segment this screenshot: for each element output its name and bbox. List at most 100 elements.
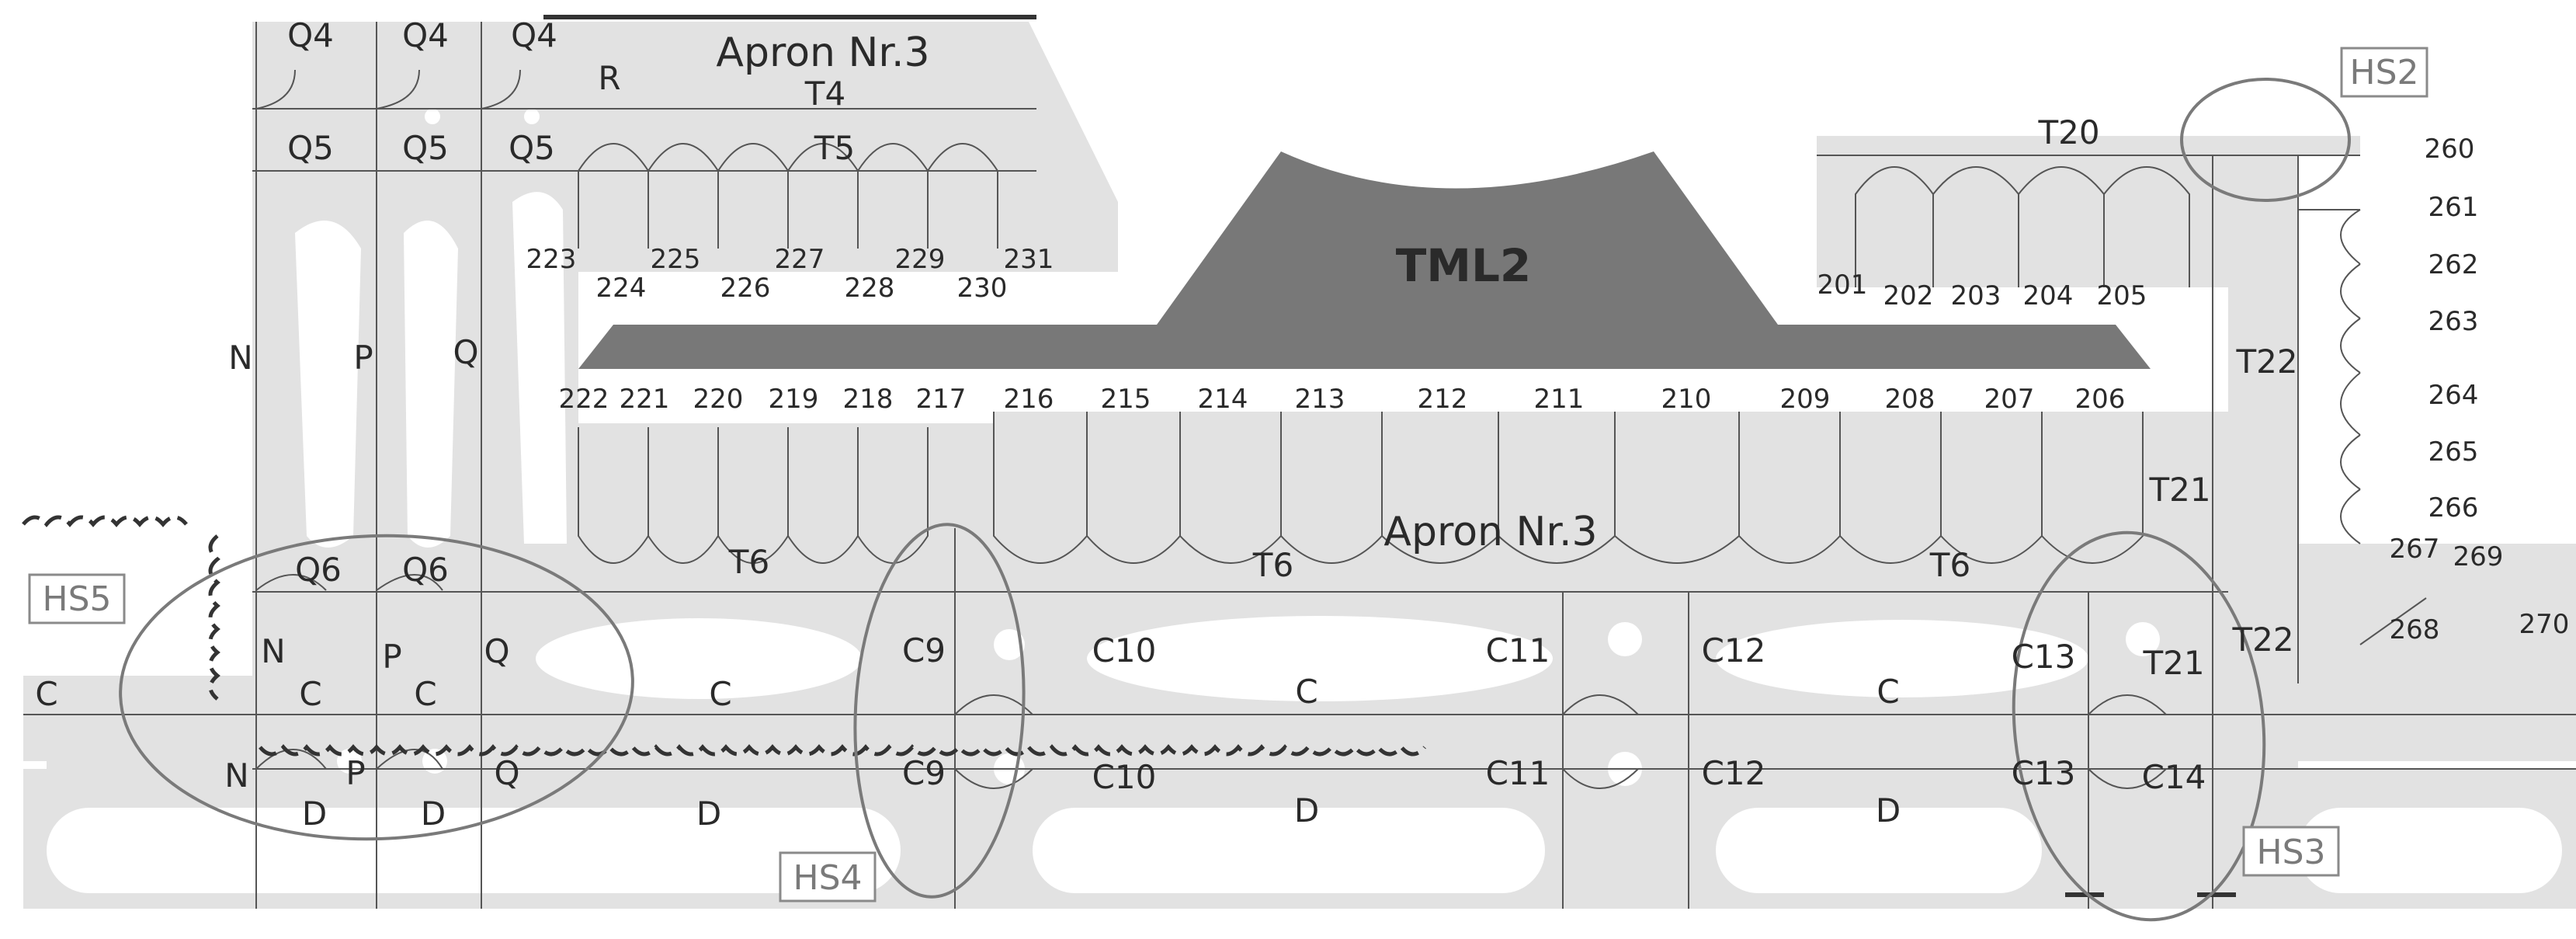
taxiway-label-p: P: [345, 754, 365, 792]
taxiway-label-q5: Q5: [287, 129, 334, 167]
hotspot-label-hs5: HS5: [42, 579, 111, 619]
stand-label-221: 221: [620, 384, 670, 415]
hotspot-rings: [119, 78, 2351, 922]
taxiway-label-c9: C9: [902, 631, 946, 669]
stand-label-262: 262: [2428, 249, 2479, 280]
stand-label-269: 269: [2453, 541, 2504, 572]
taxiway-label-n: N: [228, 339, 252, 377]
taxiway-label-q4: Q4: [511, 16, 557, 54]
taxiway-label-c: C: [299, 675, 321, 713]
hotspot-label-hs2: HS2: [2349, 53, 2418, 92]
hotspot-ring-hs2: [2180, 78, 2351, 202]
taxiway-label-p: P: [353, 339, 373, 377]
stand-label-216: 216: [1004, 384, 1054, 415]
taxiway-label-n: N: [224, 756, 248, 795]
stand-label-263: 263: [2428, 306, 2479, 337]
terminal-label: TML2: [1396, 239, 1532, 292]
holding-position-markings: [22, 15, 2236, 897]
hotspot-label-hs3: HS3: [2256, 833, 2325, 872]
stand-label-205: 205: [2097, 280, 2147, 311]
taxiway-label-c: C: [1295, 673, 1318, 711]
stand-label-261: 261: [2428, 192, 2479, 223]
terminal-building: [578, 151, 2151, 369]
stand-label-228: 228: [845, 273, 895, 304]
taxiway-label-q6: Q6: [295, 551, 342, 589]
taxiway-label-t21: T21: [2142, 644, 2204, 682]
stand-label-230: 230: [957, 273, 1008, 304]
stand-label-266: 266: [2428, 492, 2479, 523]
taxiway-label-c: C: [709, 675, 731, 713]
stand-label-226: 226: [720, 273, 771, 304]
stand-label-224: 224: [596, 273, 647, 304]
taxiway-label-d: D: [302, 795, 327, 833]
stand-label-219: 219: [769, 384, 819, 415]
stand-label-217: 217: [916, 384, 967, 415]
stand-label-229: 229: [895, 244, 946, 275]
stand-arches-upper: [578, 143, 998, 249]
stand-label-227: 227: [775, 244, 825, 275]
taxiway-label-t6: T6: [1252, 546, 1293, 584]
taxiway-label-r: R: [598, 59, 620, 97]
taxiway-label-d: D: [1876, 791, 1901, 829]
hotspot-label-hs4: HS4: [793, 858, 862, 898]
taxiway-label-t6: T6: [728, 543, 769, 581]
stand-label-212: 212: [1418, 384, 1468, 415]
stand-label-260: 260: [2425, 134, 2475, 165]
taxiway-label-c14: C14: [2142, 758, 2206, 796]
stand-label-203: 203: [1951, 280, 2001, 311]
taxiway-label-d: D: [421, 795, 446, 833]
taxiway-label-t4: T4: [804, 75, 845, 113]
stand-label-231: 231: [1004, 244, 1054, 275]
stand-label-210: 210: [1661, 384, 1712, 415]
taxiway-label-c: C: [414, 675, 436, 713]
hotspot-label-boxes: [28, 47, 2428, 902]
apron-upper-label: Apron Nr.3: [716, 30, 929, 76]
stand-label-214: 214: [1198, 384, 1248, 415]
taxiway-label-q: Q: [453, 333, 478, 371]
taxiway-label-c11: C11: [1486, 631, 1550, 669]
stand-label-201: 201: [1817, 270, 1868, 301]
stand-label-215: 215: [1101, 384, 1151, 415]
taxiway-label-c11: C11: [1486, 754, 1550, 792]
taxiway-label-t5: T5: [814, 129, 855, 167]
stand-label-207: 207: [1984, 384, 2035, 415]
stand-label-209: 209: [1780, 384, 1831, 415]
apron-main-label: Apron Nr.3: [1383, 509, 1597, 555]
taxiway-label-d: D: [696, 795, 721, 833]
stand-label-206: 206: [2075, 384, 2126, 415]
stand-label-208: 208: [1885, 384, 1935, 415]
hotspot-ring-hs5: [119, 534, 634, 841]
stand-label-265: 265: [2428, 436, 2479, 468]
stand-label-204: 204: [2023, 280, 2074, 311]
taxiway-label-q: Q: [494, 754, 519, 792]
taxiway-label-c10: C10: [1092, 758, 1157, 796]
taxiway-label-c12: C12: [1702, 754, 1766, 792]
stand-label-213: 213: [1295, 384, 1345, 415]
taxiway-label-n: N: [261, 632, 285, 670]
stand-label-267: 267: [2390, 534, 2440, 565]
stand-label-264: 264: [2428, 380, 2479, 411]
hotspot-ring-hs4: [853, 523, 1026, 899]
stand-label-225: 225: [651, 244, 701, 275]
stand-label-270: 270: [2519, 609, 2570, 640]
stand-label-222: 222: [559, 384, 609, 415]
taxiway-label-q: Q: [484, 632, 509, 670]
stand-label-223: 223: [526, 244, 577, 275]
taxiway-label-d: D: [1294, 791, 1319, 829]
taxiway-label-c: C: [35, 675, 57, 713]
taxiway-label-t21: T21: [2148, 471, 2210, 509]
taxiway-label-t20: T20: [2037, 113, 2099, 151]
stand-label-218: 218: [843, 384, 894, 415]
taxiway-label-q5: Q5: [509, 129, 555, 167]
taxiway-label-p: P: [382, 638, 401, 676]
taxiway-label-c10: C10: [1092, 631, 1157, 669]
taxiway-label-c13: C13: [2012, 638, 2076, 676]
taxiway-label-q4: Q4: [287, 16, 334, 54]
taxiway-label-q4: Q4: [402, 16, 449, 54]
hotspot-ring-hs3: [2012, 530, 2266, 922]
taxiway-label-t22: T22: [2235, 343, 2297, 381]
taxiway-label-q5: Q5: [402, 129, 449, 167]
